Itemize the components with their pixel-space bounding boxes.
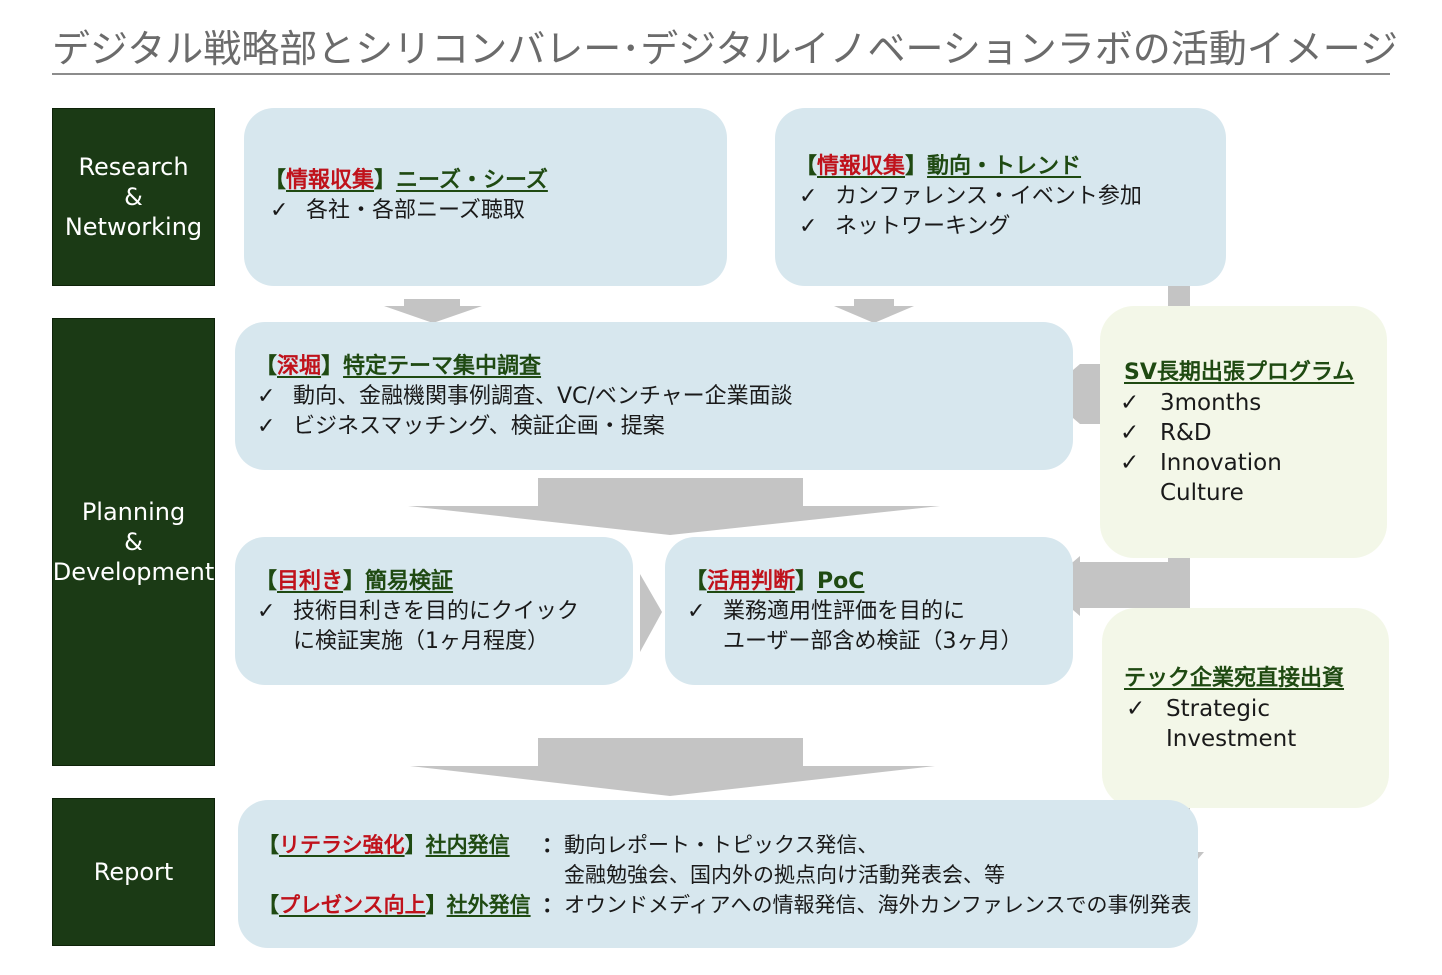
box-poc: 【活用判断】PoC ✓業務適用性評価を目的に ユーザー部含め検証（3ヶ月） [665,537,1073,685]
phase-research-line2: & [124,183,143,211]
phase-planning-line2: & [124,528,143,556]
phase-planning-line1: Planning [81,498,186,526]
report-rows: 【リテラシ強化】社内発信 ： 動向レポート・トピックス発信、 金融勉強会、国内外… [258,830,1191,920]
check-icon: ✓ [257,599,276,624]
report-row-internal-desc: 動向レポート・トピックス発信、 金融勉強会、国内外の拠点向け活動発表会、等 [564,833,1005,887]
arrow-invest-to-poc [1045,556,1190,616]
report-row-external: 【プレゼンス向上】社外発信 ： オウンドメディアへの情報発信、海外カンファレンス… [258,890,1191,920]
box-needs-seeds: 【情報収集】ニーズ・シーズ ✓各社・各部ニーズ聴取 [244,108,727,286]
box-report: 【リテラシ強化】社内発信 ： 動向レポート・トピックス発信、 金融勉強会、国内外… [238,800,1198,948]
arrow-needs-down [384,299,482,323]
list-item: ✓業務適用性評価を目的に ユーザー部含め検証（3ヶ月） [687,597,1023,657]
box-sv-heading: SV長期出張プログラム [1124,360,1355,385]
box-quick-heading: 【目利き】簡易検証 [255,569,454,594]
phase-planning-line3: Development [52,558,215,586]
box-needs-list: ✓各社・各部ニーズ聴取 [270,196,525,226]
arrow-dev-to-report [410,738,935,796]
box-quick-validation: 【目利き】簡易検証 ✓技術目利きを目的にクイック に検証実施（1ヶ月程度） [235,537,633,685]
phase-report-line1: Report [93,858,174,886]
box-deepdive-heading: 【深堀】特定テーマ集中調査 [255,354,542,379]
phase-planning-development: Planning & Development [52,318,215,766]
phase-research-line1: Research [78,153,189,181]
box-invest-heading: テック企業宛直接出資 [1124,666,1345,691]
box-quick-list: ✓技術目利きを目的にクイック に検証実施（1ヶ月程度） [257,597,579,657]
box-poc-heading: 【活用判断】PoC [685,569,865,594]
check-icon: ✓ [1120,390,1140,416]
check-icon: ✓ [257,414,276,439]
list-item: ✓Strategic Investment [1126,696,1297,752]
list-item: ✓Innovation Culture [1120,450,1282,506]
box-deepdive-list: ✓動向、金融機関事例調査、VC/ベンチャー企業面談 ✓ビジネスマッチング、検証企… [257,382,793,442]
arrow-deepdive-down [408,478,940,535]
box-sv-program: SV長期出張プログラム ✓3months ✓R&D ✓Innovation Cu… [1100,306,1387,558]
box-invest-list: ✓Strategic Investment [1126,694,1296,754]
check-icon: ✓ [1120,420,1140,446]
check-icon: ✓ [1126,696,1146,722]
arrow-trend-down [834,299,914,323]
title-divider [52,73,1390,75]
report-row-external-desc: オウンドメディアへの情報発信、海外カンファレンスでの事例発表 [564,893,1192,917]
box-direct-investment: テック企業宛直接出資 ✓Strategic Investment [1102,608,1389,808]
box-needs-heading: 【情報収集】ニーズ・シーズ [264,168,548,193]
check-icon: ✓ [799,214,818,239]
box-trend-heading: 【情報収集】動向・トレンド [795,154,1082,179]
phase-report: Report [52,798,215,946]
box-trend: 【情報収集】動向・トレンド ✓カンファレンス・イベント参加 ✓ネットワーキング [775,108,1226,286]
report-row-internal-label: 【リテラシ強化】社内発信 [258,833,510,857]
check-icon: ✓ [799,184,818,209]
list-item: ✓各社・各部ニーズ聴取 [270,196,525,226]
list-item: ✓動向、金融機関事例調査、VC/ベンチャー企業面談 [257,382,793,412]
check-icon: ✓ [270,198,289,223]
check-icon: ✓ [257,384,276,409]
box-deepdive: 【深堀】特定テーマ集中調査 ✓動向、金融機関事例調査、VC/ベンチャー企業面談 … [235,322,1073,470]
box-trend-list: ✓カンファレンス・イベント参加 ✓ネットワーキング [799,182,1142,242]
connector-vertical-top [1168,284,1190,312]
list-item: ✓3months [1120,390,1262,416]
box-poc-list: ✓業務適用性評価を目的に ユーザー部含め検証（3ヶ月） [687,597,1023,657]
page-title: デジタル戦略部とシリコンバレー･デジタルイノベーションラボの活動イメージ [52,27,1398,71]
phase-research-line3: Networking [64,213,203,241]
phase-research-networking: Research & Networking [52,108,215,286]
check-icon: ✓ [687,599,706,624]
report-row-external-label: 【プレゼンス向上】社外発信 [258,893,531,917]
list-item: ✓技術目利きを目的にクイック に検証実施（1ヶ月程度） [257,597,579,657]
report-row-internal: 【リテラシ強化】社内発信 ： 動向レポート・トピックス発信、 金融勉強会、国内外… [258,830,1191,890]
arrow-sv-to-deepdive [1045,364,1102,424]
list-item: ✓カンファレンス・イベント参加 [799,182,1142,212]
box-sv-list: ✓3months ✓R&D ✓Innovation Culture [1120,388,1282,508]
list-item: ✓ビジネスマッチング、検証企画・提案 [257,412,793,442]
list-item: ✓R&D [1120,420,1212,446]
check-icon: ✓ [1120,450,1140,476]
list-item: ✓ネットワーキング [799,212,1142,242]
arrow-quick-to-poc [640,574,662,652]
